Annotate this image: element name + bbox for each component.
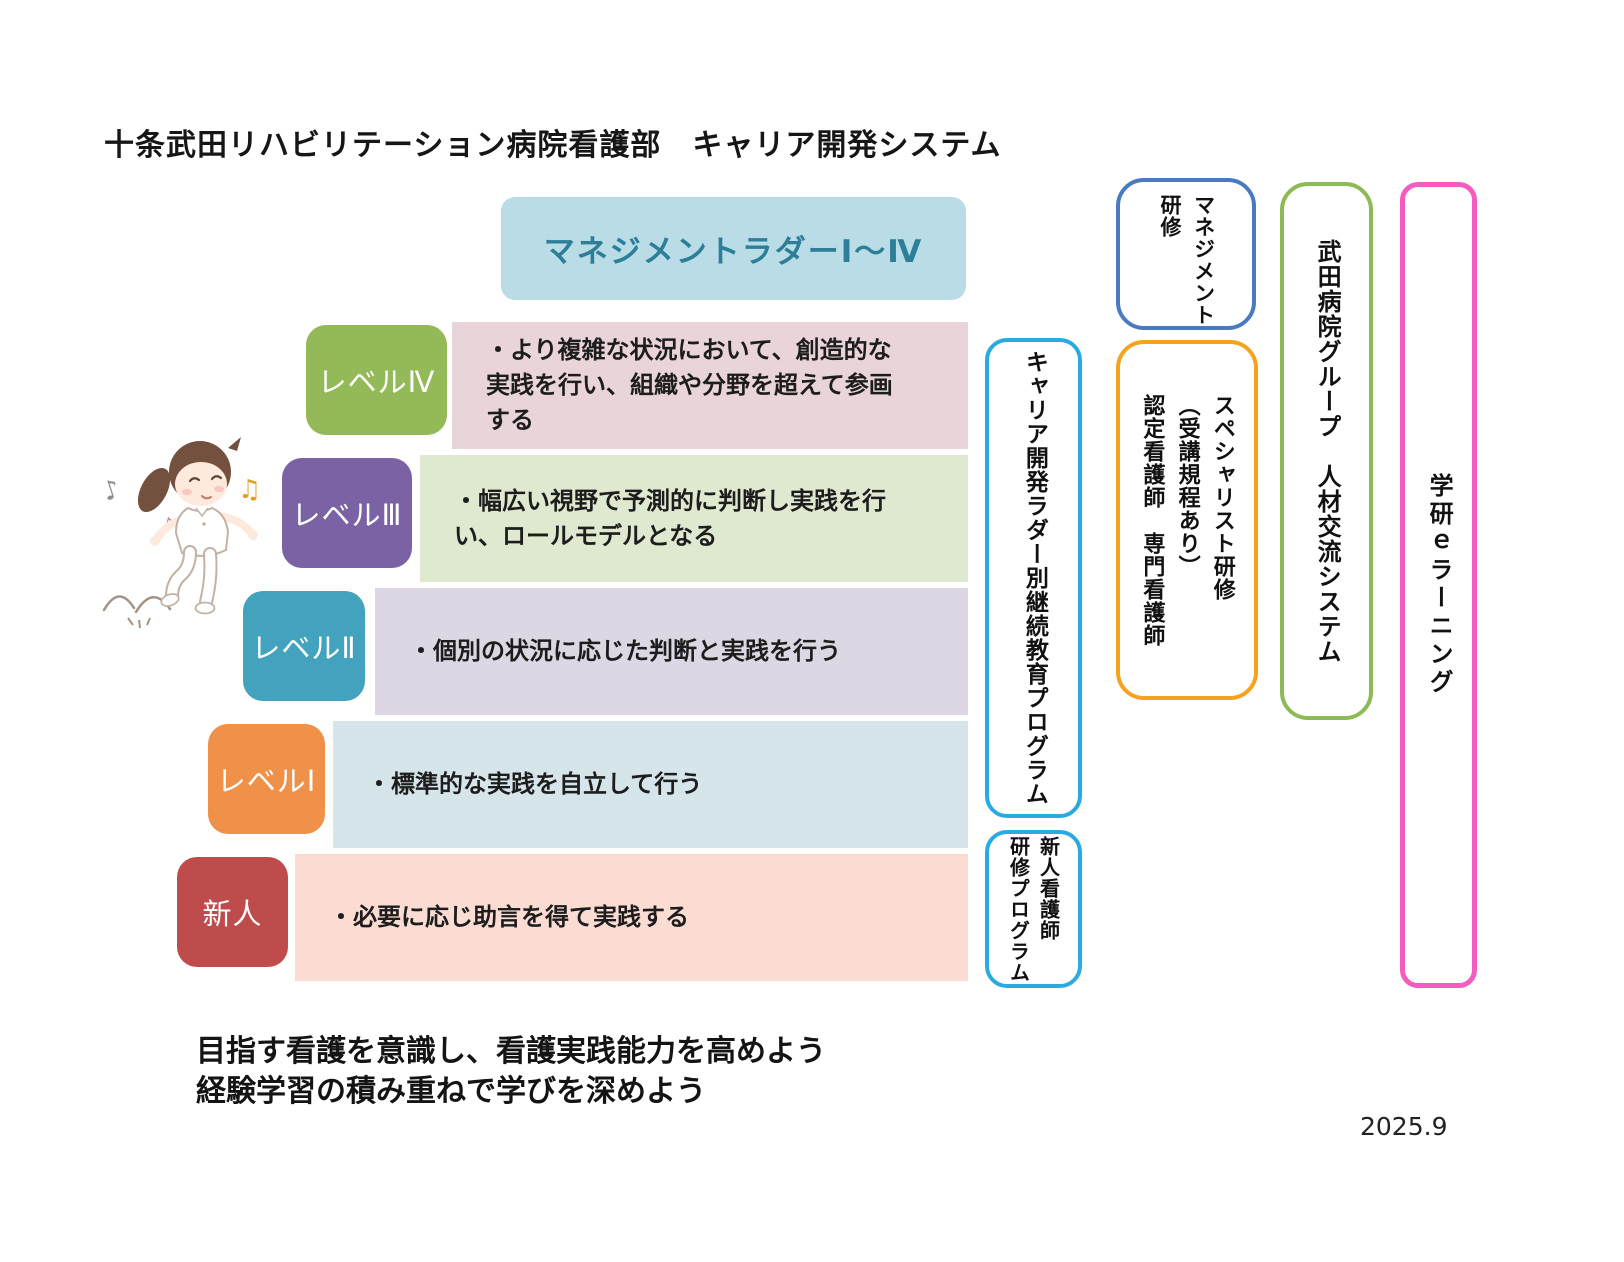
level-2-badge: レベルⅡ [243, 591, 365, 701]
newcomer-badge: 新人 [177, 857, 288, 967]
level-4-badge: レベルⅣ [306, 325, 447, 435]
level-4-description: ・より複雑な状況において、創造的な実践を行い、組織や分野を超えて参画する [452, 322, 968, 449]
specialist-training-box: スペシャリスト研修 （受講規程あり） 認定看護師 専門看護師 [1116, 340, 1258, 700]
footer-slogan-line1: 目指す看護を意識し、看護実践能力を高めよう [196, 1034, 826, 1069]
career-ladder-program-box: キャリア開発ラダー別継続教育プログラム [985, 338, 1082, 818]
level-1-description: ・標準的な実践を自立して行う [333, 721, 968, 848]
date-label: 2025.9 [1360, 1112, 1448, 1141]
specialist-training-label: スペシャリスト研修 （受講規程あり） 認定看護師 専門看護師 [1139, 393, 1235, 647]
newcomer-description: ・必要に応じ助言を得て実践する [295, 854, 968, 981]
level-2-description: ・個別の状況に応じた判断と実践を行う [375, 588, 968, 715]
takeda-group-exchange-box: 武田病院グループ 人材交流システム [1280, 182, 1373, 720]
level-1-badge: レベルⅠ [208, 724, 325, 834]
nurse-illustration: ♪ ♪ ♫ [99, 437, 261, 629]
management-ladder-box: マネジメントラダーⅠ～Ⅳ [501, 197, 966, 300]
footer-slogan-line2: 経験学習の積み重ねで学びを深めよう [196, 1074, 706, 1109]
management-training-label: マネジメント 研修 [1158, 194, 1216, 326]
page-title: 十条武田リハビリテーション病院看護部 キャリア開発システム [104, 128, 1002, 163]
level-3-badge: レベルⅢ [282, 458, 412, 568]
music-note-icon: ♪ [99, 474, 124, 508]
music-note-icon: ♫ [238, 475, 261, 505]
gakken-elearning-box: 学研ｅラーニング [1400, 182, 1477, 988]
gakken-elearning-label: 学研ｅラーニング [1425, 473, 1454, 697]
new-nurse-program-label: 新人看護師 研修プログラム [1006, 835, 1061, 983]
takeda-group-exchange-label: 武田病院グループ 人材交流システム [1313, 238, 1342, 664]
footer-slogan: 目指す看護を意識し、看護実践能力を高めよう 経験学習の積み重ねで学びを深めよう [196, 1032, 826, 1112]
level-3-description: ・幅広い視野で予測的に判断し実践を行い、ロールモデルとなる [420, 455, 968, 582]
career-ladder-program-label: キャリア開発ラダー別継続教育プログラム [1021, 350, 1048, 806]
new-nurse-program-box: 新人看護師 研修プログラム [985, 830, 1082, 988]
management-training-box: マネジメント 研修 [1116, 178, 1256, 330]
